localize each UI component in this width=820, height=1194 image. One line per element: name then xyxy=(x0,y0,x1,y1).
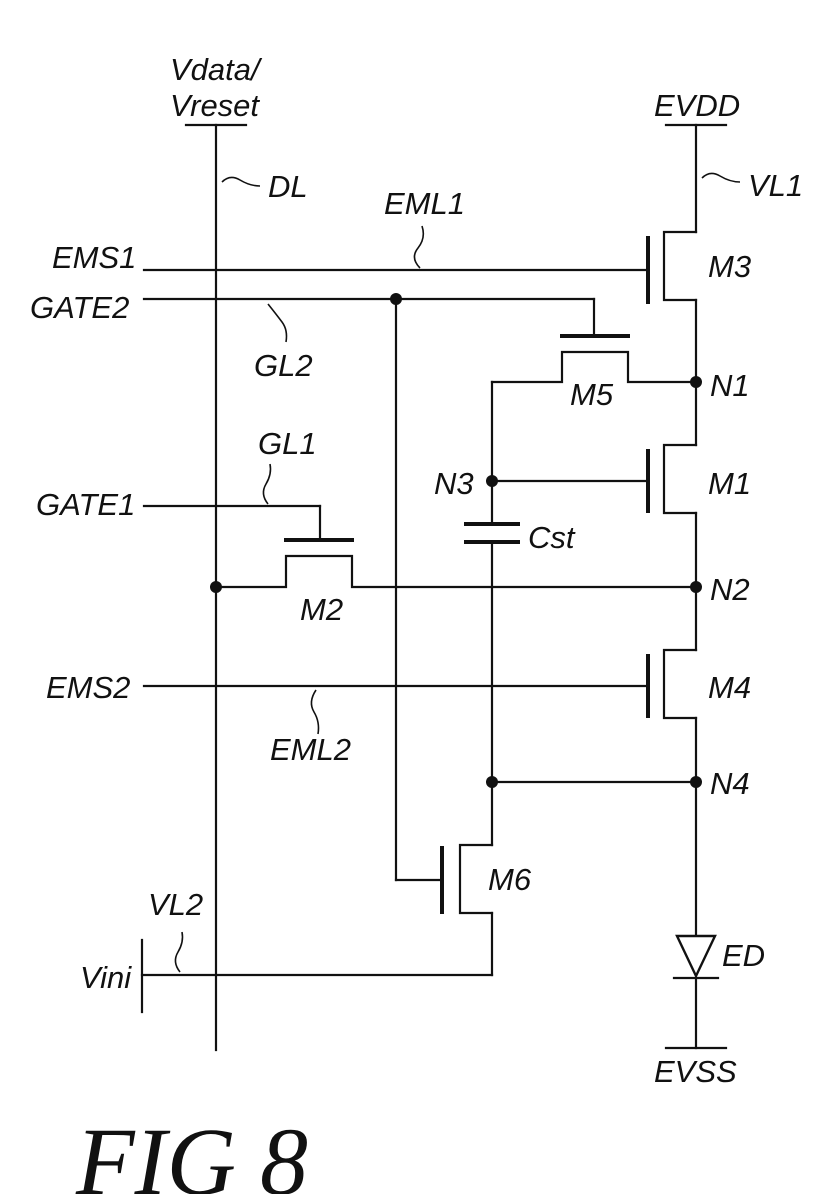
eml2-lead xyxy=(311,690,318,734)
transistor-m1 xyxy=(492,445,696,513)
n4-connection xyxy=(486,776,702,788)
node-n2 xyxy=(690,581,702,593)
dl-label: DL xyxy=(268,169,308,204)
vl1-lead xyxy=(702,173,740,182)
vl2-lead xyxy=(175,932,182,972)
figure-caption: FIG 8 xyxy=(75,1108,308,1194)
gl2-label: GL2 xyxy=(254,348,313,383)
gl2-lead xyxy=(268,304,287,342)
m2-label: M2 xyxy=(300,592,343,627)
gl1-label: GL1 xyxy=(258,426,317,461)
data-line-label-top: Vdata/ xyxy=(170,52,263,87)
gate1-label: GATE1 xyxy=(36,487,135,522)
gl1-lead xyxy=(263,464,270,504)
ed-label: ED xyxy=(722,938,765,973)
capacitor-cst xyxy=(464,524,520,845)
node-n1 xyxy=(690,376,702,388)
m4-label: M4 xyxy=(708,670,751,705)
m6-label: M6 xyxy=(488,862,532,897)
cst-label: Cst xyxy=(528,520,576,555)
eml2-label: EML2 xyxy=(270,732,351,767)
transistor-m5 xyxy=(492,336,696,522)
evdd-label: EVDD xyxy=(654,88,740,123)
n1-label: N1 xyxy=(710,368,750,403)
eml1-label: EML1 xyxy=(384,186,465,221)
m3-label: M3 xyxy=(708,249,751,284)
gate2-label: GATE2 xyxy=(30,290,129,325)
vini-line xyxy=(142,940,492,1012)
n4-label: N4 xyxy=(710,766,750,801)
data-line-label-bottom: Vreset xyxy=(170,88,260,123)
ems2-label: EMS2 xyxy=(46,670,130,705)
n3-label: N3 xyxy=(434,466,474,501)
vini-label: Vini xyxy=(80,960,132,995)
evss-label: EVSS xyxy=(654,1054,737,1089)
node-dl-m2 xyxy=(210,581,222,593)
ems1-label: EMS1 xyxy=(52,240,136,275)
m1-label: M1 xyxy=(708,466,751,501)
dl-lead xyxy=(222,177,260,186)
node-n3 xyxy=(486,475,498,487)
eml1-lead xyxy=(414,226,423,268)
transistor-m6 xyxy=(442,845,492,975)
n2-label: N2 xyxy=(710,572,750,607)
diode-ed xyxy=(674,936,718,978)
vl2-label: VL2 xyxy=(148,887,203,922)
transistor-m2 xyxy=(144,506,696,587)
m5-label: M5 xyxy=(570,377,614,412)
vl1-label: VL1 xyxy=(748,168,803,203)
transistor-m4 xyxy=(144,650,696,718)
